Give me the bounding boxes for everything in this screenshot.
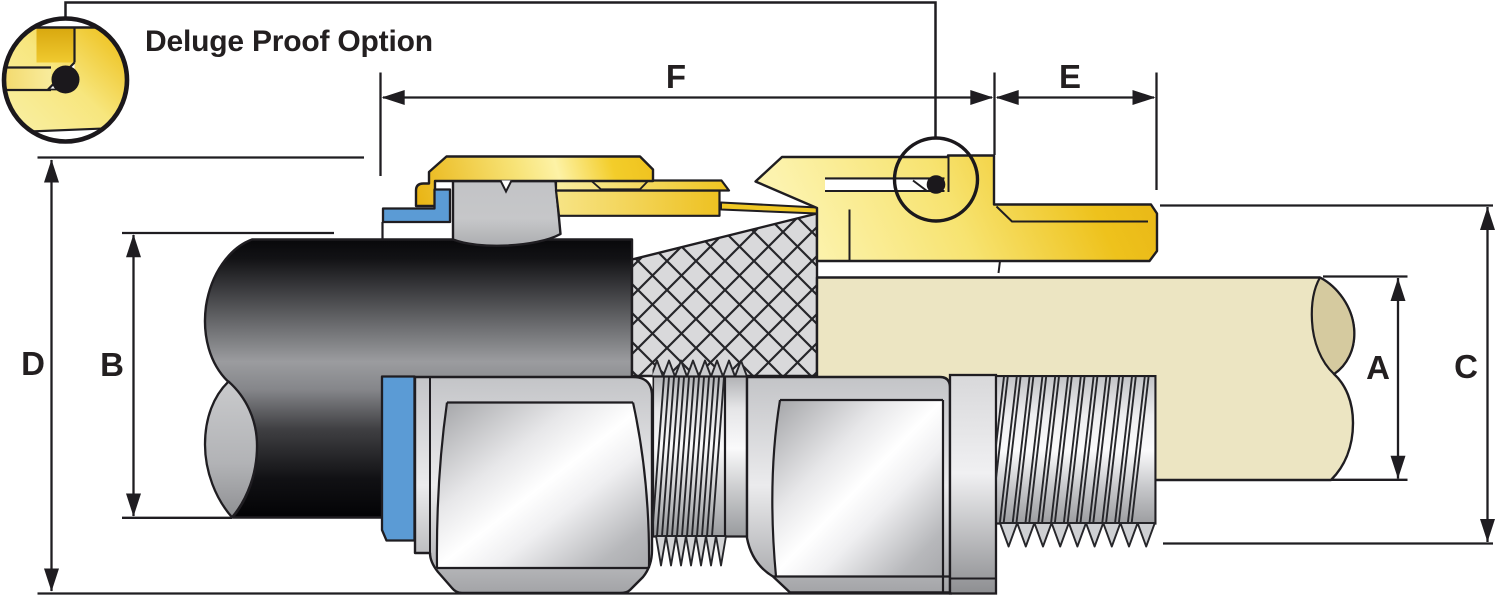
armour-braid-hatch [632,213,817,376]
callout-shroud-block [36,27,75,63]
callout-lip-band [6,67,51,90]
skid-washer [451,179,562,247]
entry-thread [995,375,1157,548]
arrowhead-right-icon [970,90,994,105]
back-nut [413,375,654,595]
arrowhead-up-icon [126,234,141,258]
front-nut-facet-edges [771,398,949,592]
callout-lower-edge [29,127,107,133]
arrowhead-down-icon [1390,455,1406,479]
back-nut-facet-edges [435,401,651,570]
dimension-e-label: E [1059,58,1081,95]
entry-collar-body [948,373,998,595]
washer-notch [500,180,512,192]
arrowhead-right-icon [1132,90,1156,105]
dimension-c: C [1160,204,1495,545]
arrowhead-left-icon [995,90,1019,105]
seal-lower [380,375,416,542]
groove-slot [825,178,945,191]
middle-thread-crests [652,359,748,378]
entry-thread-lines [995,376,1150,524]
o-ring-magnified [51,65,80,94]
dimension-b-label: B [100,346,124,383]
inner-sheath-break-end [1310,276,1356,376]
callout-lip-band-edges [6,66,51,92]
arrowhead-down-icon [1480,519,1495,542]
entry-thread-teeth [999,522,1156,548]
detail-marker-circle [892,136,980,223]
front-nut [745,375,952,594]
groove-seat-edge [912,179,928,192]
dimension-b: B [100,231,334,519]
arrowhead-down-icon [44,568,59,592]
arrowhead-left-icon [381,90,405,105]
deluge-callout: Deluge Proof Option [1,1,980,223]
callout-title: Deluge Proof Option [145,25,433,58]
deluge-seal-groove [825,177,945,193]
middle-thread-teeth [655,535,727,567]
middle-thread [652,359,748,567]
washer-notch-outline [499,180,513,194]
arrowhead-down-icon [126,493,141,517]
callout-circle [1,16,130,144]
callout-connector-line [64,1,937,138]
armour-braid [630,212,819,378]
arrowhead-up-icon [1480,207,1495,230]
dimension-a: A [1323,275,1408,481]
cone-wedge [720,201,818,215]
dimension-d-label: D [21,345,45,382]
gland-band [554,189,721,217]
middle-thread-lines [652,376,725,537]
external-view [380,359,1157,595]
callout-lower-gap [30,128,106,140]
dimension-c-label: C [1454,348,1478,385]
arrowhead-up-icon [44,159,59,183]
dimension-d: D [21,156,952,595]
groove-slot-edges [825,177,945,193]
arrowhead-up-icon [1390,278,1406,301]
gland-body-edges [848,156,1148,274]
dimension-f-label: F [666,58,686,95]
dimension-a-label: A [1366,349,1390,386]
shroud-lip-notch [590,180,649,191]
deluge-shroud [414,155,655,208]
callout-magnified-view [1,16,130,144]
dimension-e: E [995,58,1158,190]
front-nut-face [772,400,943,577]
entry-collar [948,373,998,595]
dimension-f: F [379,58,996,176]
o-ring [926,175,946,194]
dimensions: F E D B [21,58,1495,595]
back-nut-face [436,402,650,568]
